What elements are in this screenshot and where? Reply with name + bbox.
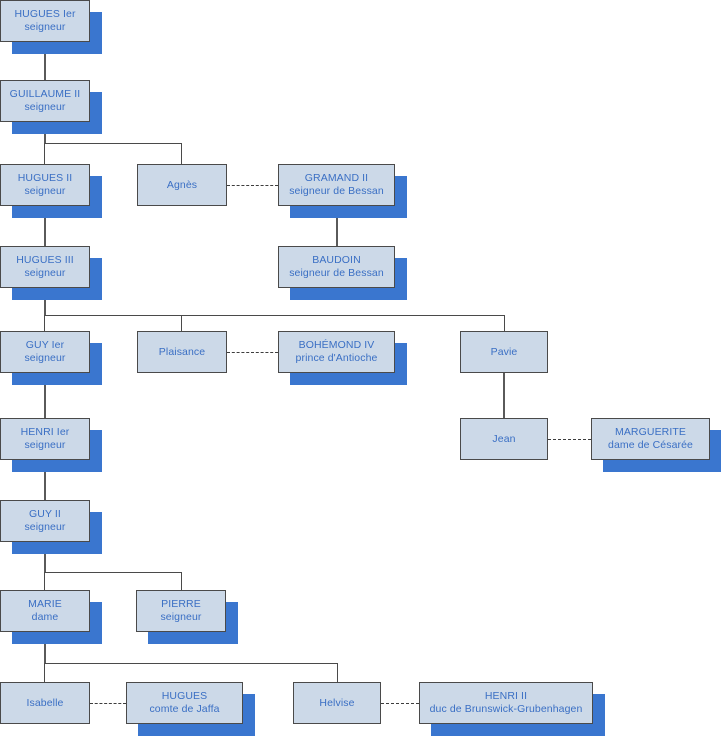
connector-drop-hugues2 (44, 143, 45, 164)
node-subtitle: seigneur (24, 21, 66, 33)
node-pavie[interactable]: Pavie (460, 331, 548, 373)
node-title: MARGUERITE (614, 426, 686, 438)
connector-drop-isabelle (44, 663, 45, 682)
node-hugues1[interactable]: HUGUES Ier seigneur (0, 0, 90, 42)
connector-drop-marie (44, 572, 45, 590)
connector-guy2-stem (44, 542, 46, 572)
node-subtitle: dame de Césarée (608, 439, 693, 451)
node-title: Agnès (166, 178, 198, 191)
node-marie[interactable]: MARIE dame (0, 590, 90, 632)
marriage-link-isabelle-hugues (90, 703, 126, 704)
connector-hugues1-guillaume2 (44, 42, 46, 80)
node-subtitle: seigneur (24, 521, 66, 533)
node-title: BOHÉMOND IV (298, 339, 375, 351)
node-subtitle: seigneur de Bessan (289, 185, 384, 197)
node-subtitle: seigneur (24, 439, 66, 451)
node-henri2[interactable]: HENRI II duc de Brunswick-Grubenhagen (419, 682, 593, 724)
connector-henri1-guy2 (44, 460, 46, 500)
node-plaisance[interactable]: Plaisance (137, 331, 227, 373)
node-title: GUILLAUME II (9, 88, 81, 100)
node-title: GUY II (29, 508, 61, 520)
node-title: HUGUES (161, 690, 208, 702)
connector-hugues3-bus (44, 315, 505, 316)
connector-pavie-jean (503, 373, 505, 418)
connector-drop-pierre (181, 572, 182, 590)
node-hugues3[interactable]: HUGUES III seigneur (0, 246, 90, 288)
marriage-link-plaisance-bohemond4 (227, 352, 278, 353)
node-guillaume2[interactable]: GUILLAUME II seigneur (0, 80, 90, 122)
node-bohemond4[interactable]: BOHÉMOND IV prince d'Antioche (278, 331, 395, 373)
connector-drop-helvise (337, 663, 338, 682)
node-title: Jean (492, 432, 516, 445)
node-title: MARIE (28, 598, 62, 610)
connector-gramand2-baudoin (336, 206, 338, 246)
connector-marie-bus (44, 663, 338, 664)
node-jean[interactable]: Jean (460, 418, 548, 460)
node-title: BAUDOIN (312, 254, 361, 266)
node-subtitle: seigneur (24, 267, 66, 279)
connector-hugues2-hugues3 (44, 206, 46, 246)
node-baudoin[interactable]: BAUDOIN seigneur de Bessan (278, 246, 395, 288)
node-subtitle: comte de Jaffa (149, 703, 220, 715)
node-helvise[interactable]: Helvise (293, 682, 381, 724)
connector-guillaume2-bus (44, 143, 182, 144)
marriage-link-jean-marguerite (548, 439, 591, 440)
node-hugues-jaffa[interactable]: HUGUES comte de Jaffa (126, 682, 243, 724)
node-title: HUGUES III (16, 254, 74, 266)
node-pierre[interactable]: PIERRE seigneur (136, 590, 226, 632)
node-title: GRAMAND II (304, 172, 369, 184)
node-guy1[interactable]: GUY Ier seigneur (0, 331, 90, 373)
connector-guy2-bus (44, 572, 181, 573)
node-gramand2[interactable]: GRAMAND II seigneur de Bessan (278, 164, 395, 206)
node-title: Helvise (319, 696, 355, 709)
node-hugues2[interactable]: HUGUES II seigneur (0, 164, 90, 206)
node-subtitle: seigneur de Bessan (289, 267, 384, 279)
node-title: PIERRE (161, 598, 201, 610)
connector-hugues3-stem (44, 288, 46, 315)
marriage-link-agnes-gramand2 (227, 185, 278, 186)
node-marguerite[interactable]: MARGUERITE dame de Césarée (591, 418, 710, 460)
node-subtitle: duc de Brunswick-Grubenhagen (429, 703, 583, 715)
node-subtitle: dame (31, 611, 59, 623)
node-agnes[interactable]: Agnès (137, 164, 227, 206)
node-title: GUY Ier (25, 339, 65, 351)
node-subtitle: seigneur (24, 185, 66, 197)
connector-drop-plaisance (181, 315, 182, 331)
node-title: HENRI II (484, 690, 528, 702)
node-isabelle[interactable]: Isabelle (0, 682, 90, 724)
connector-guy1-henri1 (44, 373, 46, 418)
connector-drop-agnes (181, 143, 182, 164)
marriage-link-helvise-henri2 (381, 703, 419, 704)
connector-drop-guy1 (44, 315, 45, 331)
node-subtitle: seigneur (24, 352, 66, 364)
connector-marie-stem (44, 632, 46, 663)
node-guy2[interactable]: GUY II seigneur (0, 500, 90, 542)
node-title: HUGUES II (17, 172, 73, 184)
node-title: HUGUES Ier (14, 8, 76, 20)
node-title: Pavie (490, 345, 518, 358)
node-subtitle: prince d'Antioche (295, 352, 378, 364)
node-subtitle: seigneur (24, 101, 66, 113)
node-title: Isabelle (26, 696, 64, 709)
node-title: HENRI Ier (20, 426, 70, 438)
connector-drop-pavie (504, 315, 505, 331)
node-henri1[interactable]: HENRI Ier seigneur (0, 418, 90, 460)
node-title: Plaisance (158, 345, 206, 358)
node-subtitle: seigneur (160, 611, 202, 623)
